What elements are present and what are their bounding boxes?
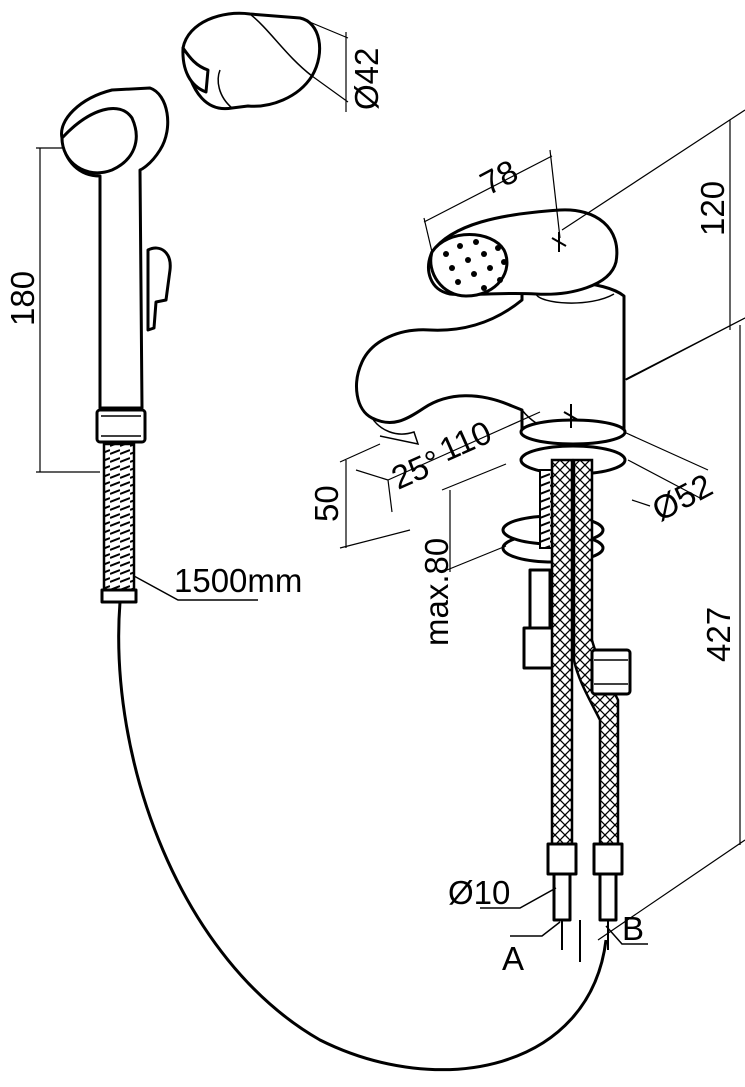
deck-thickness-label: max.80 [418, 538, 455, 646]
shower-holder [181, 11, 322, 111]
mixer-tap [355, 208, 632, 962]
mixer-height-label: 120 [694, 181, 731, 236]
total-height-label: 427 [700, 607, 737, 662]
hose-length-callout: 1500mm [133, 562, 302, 601]
holder-dimension: Ø42 [299, 17, 385, 112]
handshower-height-label: 180 [4, 271, 41, 326]
handshower-nut [95, 408, 147, 444]
hand-shower [60, 86, 172, 604]
lever-length-label: 78 [474, 152, 524, 202]
handshower-hose-coil [102, 442, 136, 596]
connector-diameter-label: Ø10 [448, 874, 510, 911]
braided-hose-a [550, 458, 574, 852]
holder-diameter-label: Ø42 [348, 48, 385, 110]
lever-perforation [443, 239, 507, 291]
handshower-dimension: 180 [4, 147, 100, 473]
hose-length-label: 1500mm [174, 562, 302, 599]
flexible-hose [117, 601, 608, 1072]
connection-a-label: A [502, 940, 524, 977]
spout-reach-label: 110 [434, 413, 497, 468]
spout-height-label: 50 [308, 485, 345, 522]
connection-b-label: B [622, 910, 644, 947]
spout-angle-label: 25° [386, 442, 447, 496]
